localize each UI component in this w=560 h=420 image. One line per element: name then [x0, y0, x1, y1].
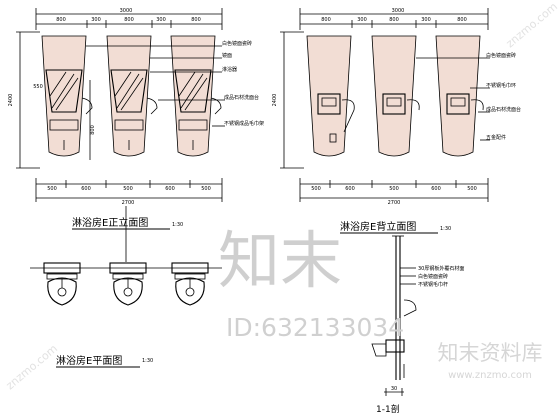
back-callout-3: 成品石材洗面台 [486, 106, 521, 113]
front-callout-1: 白色镜面瓷砖 [222, 40, 252, 47]
section-title: 1-1剖 [376, 403, 400, 415]
back-top-dim-3: 800 [389, 17, 399, 23]
front-bottom-dim-4: 600 [165, 186, 175, 192]
front-callout-3: 淋浴器 [222, 66, 237, 73]
front-panel-1 [41, 35, 87, 157]
front-top-dim-3: 800 [124, 17, 134, 23]
front-bottom-dim-3: 500 [123, 186, 133, 192]
section-dim: 30 [391, 386, 397, 392]
front-panel-2 [106, 35, 152, 157]
watermark-brand: 知末资料库 [438, 341, 543, 365]
watermark-diag-bottom: znzmo.com [4, 342, 60, 392]
front-callout-4: 成品石材洗面台 [224, 94, 259, 101]
front-elevation: 3000 800 300 800 300 800 2400 550 800 [8, 8, 264, 262]
back-callout-1: 白色镜面瓷砖 [486, 52, 516, 59]
back-panel-1 [306, 35, 352, 157]
back-elevation: 3000 800 300 800 300 800 2400 [272, 8, 521, 234]
back-top-dim-4: 300 [421, 17, 431, 23]
front-mirrors [45, 69, 212, 113]
back-elevation-title: 淋浴房E背立面图 [340, 220, 416, 233]
plan-basin-1 [43, 262, 81, 306]
back-top-dim-5: 800 [457, 17, 467, 23]
front-bottom-dim-5: 500 [201, 186, 211, 192]
back-bottom-dim-3: 500 [389, 186, 399, 192]
section-callout-1: 30厚钢板外覆石材面 [418, 265, 464, 272]
front-elevation-scale: 1:30 [172, 222, 183, 228]
front-panel-3 [170, 35, 216, 157]
front-callout-2: 镜面 [222, 52, 232, 59]
front-top-dim-5: 800 [191, 17, 201, 23]
plan-title: 淋浴房E平面图 [56, 354, 122, 367]
back-callout-2: 不锈钢毛巾环 [486, 82, 516, 89]
front-overall-bottom: 2700 [122, 200, 135, 206]
back-top-dim-2: 300 [357, 17, 367, 23]
back-top-dim-1: 800 [321, 17, 331, 23]
back-bottom-dim-1: 500 [311, 186, 321, 192]
back-bottom-dim-5: 500 [467, 186, 477, 192]
back-overall-bottom: 2700 [388, 200, 401, 206]
section-callout-2: 白色镜面瓷砖 [418, 273, 448, 280]
watermarks: 知末 ID:632133034 知末资料库 www.znzmo.com znzm… [4, 0, 560, 392]
watermark-url: www.znzmo.com [448, 370, 532, 381]
back-bottom-dim-4: 600 [431, 186, 441, 192]
front-top-ticks [86, 20, 172, 28]
plan-basin-3 [171, 262, 209, 306]
back-height: 2400 [272, 94, 278, 107]
front-top-dim-1: 800 [56, 17, 66, 23]
back-panel-2 [371, 35, 417, 157]
section-callout-3: 不锈钢毛巾杆 [418, 281, 448, 288]
front-left-dim-1: 550 [33, 84, 43, 90]
back-bottom-dim-2: 600 [345, 186, 355, 192]
plan-basin-2 [109, 262, 147, 306]
back-elevation-scale: 1:30 [440, 226, 451, 232]
back-panel-3 [435, 35, 481, 157]
plan-scale: 1:30 [142, 358, 153, 364]
front-top-dim-4: 300 [156, 17, 166, 23]
front-height: 2400 [8, 94, 14, 107]
plan-view: 淋浴房E平面图 1:30 [30, 262, 222, 368]
watermark-id: ID:632133034 [226, 313, 404, 342]
front-basins [49, 97, 222, 150]
front-callout-5: 不锈钢成品毛巾架 [224, 120, 264, 127]
front-total-width: 3000 [120, 8, 133, 14]
section-view: 30 30厚钢板外覆石材面 白色镜面瓷砖 不锈钢毛巾杆 1-1剖 [371, 235, 464, 415]
back-total-width: 3000 [392, 8, 405, 14]
back-callout-4: 五金配件 [486, 134, 506, 141]
front-callouts: 白色镜面瓷砖 镜面 淋浴器 成品石材洗面台 不锈钢成品毛巾架 [86, 40, 264, 127]
back-fixtures [317, 93, 484, 143]
front-left-dim-2: 800 [90, 125, 96, 135]
front-bottom-dim-1: 500 [47, 186, 57, 192]
front-top-dim-2: 300 [91, 17, 101, 23]
section-callouts: 30厚钢板外覆石材面 白色镜面瓷砖 不锈钢毛巾杆 [400, 265, 464, 288]
front-elevation-title: 淋浴房E正立面图 [72, 216, 148, 229]
watermark-center: 知末 [218, 224, 342, 297]
back-callouts: 白色镜面瓷砖 不锈钢毛巾环 成品石材洗面台 五金配件 [416, 52, 521, 141]
front-bottom-dim-2: 600 [81, 186, 91, 192]
watermark-diag-top: znzmo.com [504, 0, 560, 50]
